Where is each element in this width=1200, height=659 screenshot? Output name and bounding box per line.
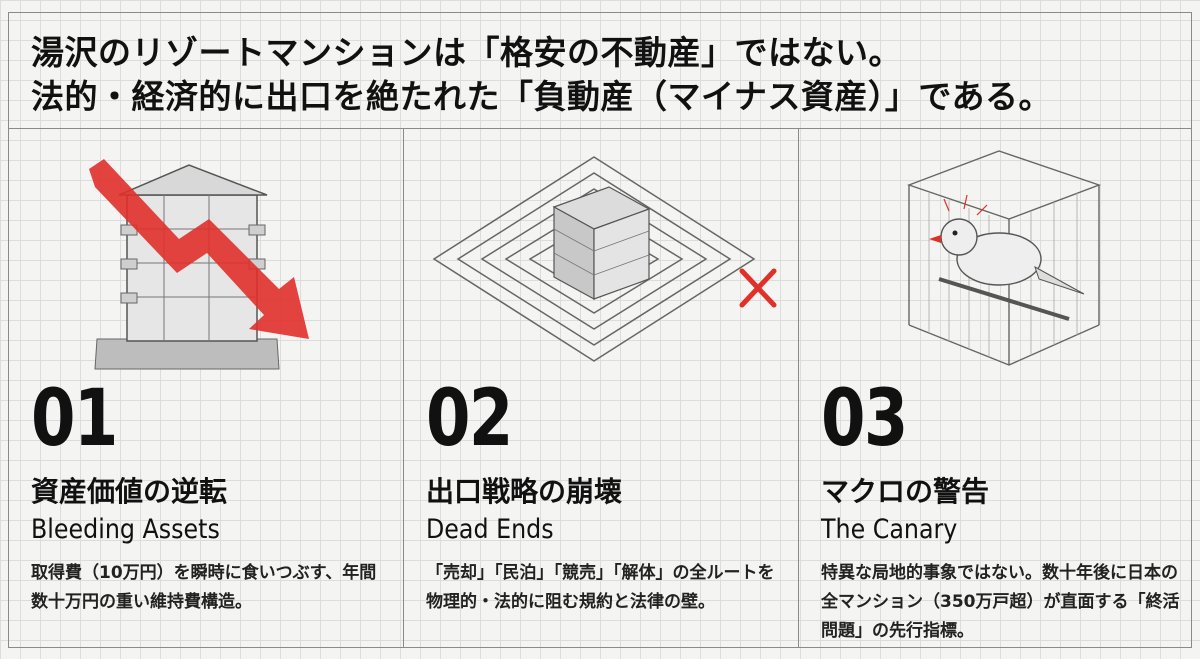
panel-description: 取得費（10万円）を瞬時に食いつぶす、年間数十万円の重い維持費構造。: [31, 563, 377, 612]
panel-title-jp: 出口戦略の崩壊: [426, 475, 623, 508]
panel-dead-ends: 02 出口戦略の崩壊 Dead Ends 「売却」「民泊」「競売」「解体」の全ル…: [403, 129, 797, 647]
panel-title-jp: 資産価値の逆転: [31, 475, 228, 508]
panel-title-en: Bleeding Assets: [31, 514, 220, 545]
panel-number: 03: [821, 374, 908, 464]
panel-description: 特異な局地的事象ではない。数十年後に日本の全マンション（350万戸超）が直面する…: [821, 563, 1180, 641]
panel-number: 01: [31, 374, 118, 464]
headline-line-2: 法的・経済的に出口を絶たれた「負動産（マイナス資産）」である。: [31, 77, 1053, 116]
panel-description: 「売却」「民泊」「競売」「解体」の全ルートを物理的・法的に阻む規約と法律の壁。: [426, 563, 775, 612]
infographic-frame: 湯沢のリゾートマンションは「格安の不動産」ではない。 法的・経済的に出口を絶たれ…: [8, 12, 1192, 648]
headline-line-1: 湯沢のリゾートマンションは「格安の不動産」ではない。: [31, 33, 902, 72]
building-declining-arrow-icon: [89, 159, 309, 370]
building-maze-icon: [432, 156, 777, 362]
canary-cage-icon: [906, 150, 1102, 366]
panel-title-en: The Canary: [821, 514, 958, 545]
panel-number: 02: [426, 374, 513, 464]
header: 湯沢のリゾートマンションは「格安の不動産」ではない。 法的・経済的に出口を絶たれ…: [9, 13, 1191, 129]
panel-title-en: Dead Ends: [426, 514, 554, 545]
panel-title-jp: マクロの警告: [821, 475, 990, 508]
panel-the-canary: 03 マクロの警告 The Canary 特異な局地的事象ではない。数十年後に日…: [798, 129, 1192, 647]
panel-bleeding-assets: 01 資産価値の逆転 Bleeding Assets 取得費（10万円）を瞬時に…: [9, 129, 403, 647]
